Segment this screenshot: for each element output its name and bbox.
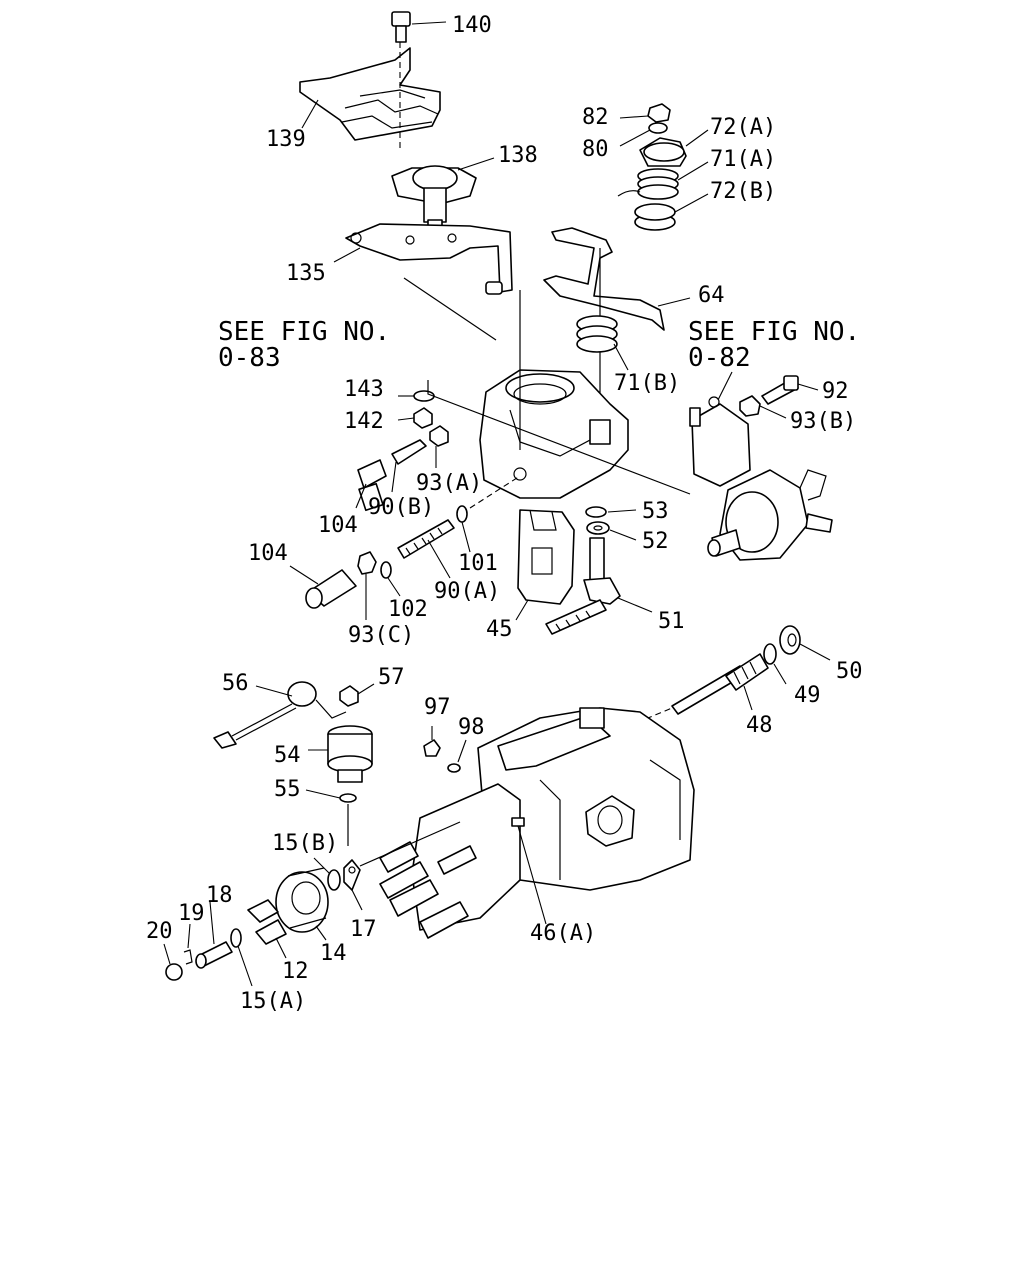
part-80-washer [619,122,668,147]
label-93a: 93(A) [416,471,482,496]
part-97-bolt [423,726,441,757]
label-64: 64 [698,283,725,308]
part-49-ring [763,643,787,685]
label-20: 20 [146,919,173,944]
label-102: 102 [388,597,428,622]
label-101: 101 [458,551,498,576]
throttle-body [403,277,629,499]
part-46a-stud [511,817,547,925]
label-72b: 72(B) [710,179,776,204]
label-72a: 72(A) [710,115,776,140]
part-140-bolt [391,11,447,43]
label-80: 80 [582,137,609,162]
label-71a: 71(A) [710,147,776,172]
label-14: 14 [320,941,347,966]
part-15a-washer [230,928,253,987]
part-45-switch [515,509,575,621]
label-143: 143 [344,377,384,402]
label-139: 139 [266,127,306,152]
part-72a-cap [639,129,709,167]
part-93a-nut [429,425,449,468]
part-135-bracket [333,223,513,295]
label-97: 97 [424,695,451,720]
injection-pump-body [411,707,695,931]
label-53: 53 [642,499,669,524]
vacuum-actuator [689,371,833,561]
label-51: 51 [658,609,685,634]
label-18: 18 [206,883,233,908]
label-93c: 93(C) [348,623,414,648]
label-55: 55 [274,777,301,802]
part-17-bracket [343,821,461,911]
label-138: 138 [498,143,538,168]
part-55-o-ring [305,789,357,846]
part-71a-spring [617,161,709,200]
part-102-washer [380,561,401,597]
part-90b-stud [391,439,427,493]
label-15a: 15(A) [240,989,306,1014]
label-104-upper: 104 [318,513,358,538]
part-53-ring [585,506,637,518]
part-93c-nut [357,551,377,620]
part-104-bushing-upper [355,459,387,512]
part-93b-nut [739,395,787,419]
part-51-bracket [545,537,653,635]
label-15b: 15(B) [272,831,338,856]
part-139-bracket [299,42,441,150]
label-104-lower: 104 [248,541,288,566]
part-18-shaft [195,901,233,969]
part-56-lead-wire [213,681,347,749]
part-82-nut [619,103,671,123]
label-49: 49 [794,683,821,708]
part-101-washer [456,475,521,553]
part-71b-spring [576,315,629,371]
label-90b: 90(B) [368,495,434,520]
part-90a-stud [397,519,455,579]
part-98-washer [447,739,467,773]
part-14-governor-weights [275,867,329,941]
label-71b: 71(B) [614,371,680,396]
label-93b: 93(B) [790,409,856,434]
see-fig-right-line1: SEE FIG NO. [688,317,860,347]
part-104-bushing-lower [289,565,357,609]
part-12-flyweights [247,899,287,959]
see-fig-right-line2: 0-82 [688,343,751,373]
label-50: 50 [836,659,863,684]
injection-outlets [379,841,477,939]
label-12: 12 [282,959,309,984]
label-56: 56 [222,671,249,696]
part-142-nut [397,380,691,495]
label-48: 48 [746,713,773,738]
part-54-solenoid [308,725,373,783]
label-135: 135 [286,261,326,286]
part-50-cap [779,625,831,661]
label-82: 82 [582,105,609,130]
part-19-clip [183,923,193,965]
label-19: 19 [178,901,205,926]
see-fig-left-line1: SEE FIG NO. [218,317,390,347]
label-45: 45 [486,617,513,642]
label-92: 92 [822,379,849,404]
label-142: 142 [344,409,384,434]
label-90a: 90(A) [434,579,500,604]
label-17: 17 [350,917,377,942]
part-20-cap [163,943,183,981]
see-fig-left-line2: 0-83 [218,343,281,373]
part-15b-washer [313,857,341,891]
label-54: 54 [274,743,301,768]
part-57-nut [339,683,375,707]
part-92-bolt [761,375,819,405]
label-57: 57 [378,665,405,690]
label-52: 52 [642,529,669,554]
part-72b-collar [634,193,709,231]
label-46a: 46(A) [530,921,596,946]
part-52-washer [586,521,637,541]
label-98: 98 [458,715,485,740]
label-140: 140 [452,13,492,38]
